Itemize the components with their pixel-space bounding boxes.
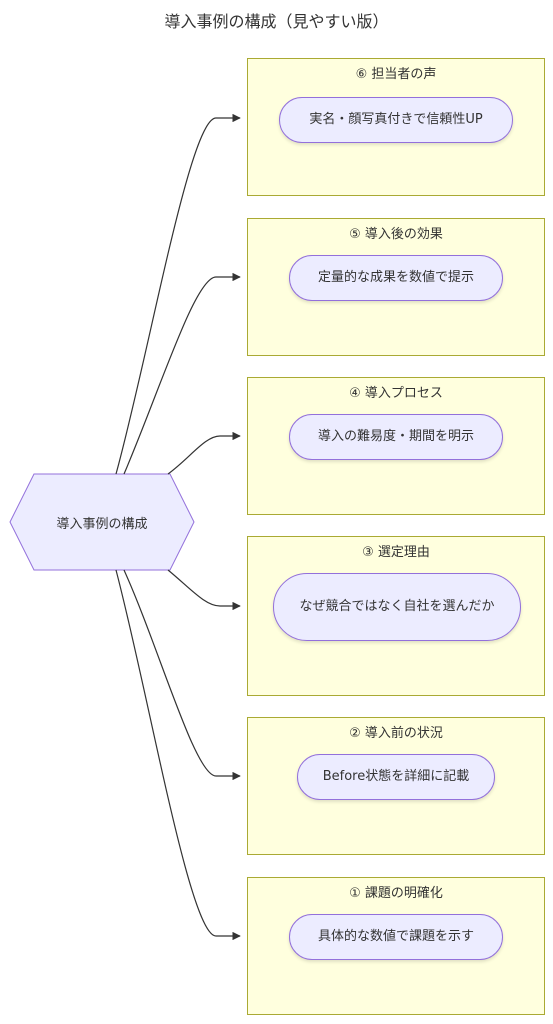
edge-to-section-2: [123, 569, 241, 781]
diagram-title: 導入事例の構成（見やすい版）: [164, 12, 389, 31]
section-5-title: ⑤ 導入後の効果: [349, 227, 443, 242]
section-3-cluster: ③ 選定理由 なぜ競合ではなく自社を選んだか: [247, 536, 545, 696]
edge-to-section-4: [167, 431, 241, 475]
section-4-node: 導入の難易度・期間を明示: [289, 414, 503, 460]
section-6-title: ⑥ 担当者の声: [355, 67, 437, 82]
section-5-cluster: ⑤ 導入後の効果 定量的な成果を数値で提示: [247, 218, 545, 356]
section-1-node: 具体的な数値で課題を示す: [289, 914, 503, 960]
edge-to-section-5: [123, 272, 241, 475]
section-2-node: Before状態を詳細に記載: [297, 754, 495, 800]
section-2-title: ② 導入前の状況: [349, 726, 443, 741]
section-4-cluster: ④ 導入プロセス 導入の難易度・期間を明示: [247, 377, 545, 515]
section-6-cluster: ⑥ 担当者の声 実名・顔写真付きで信頼性UP: [247, 58, 545, 196]
section-1-cluster: ① 課題の明確化 具体的な数値で課題を示す: [247, 877, 545, 1015]
section-4-title: ④ 導入プロセス: [349, 386, 443, 401]
section-2-cluster: ② 導入前の状況 Before状態を詳細に記載: [247, 717, 545, 855]
section-1-title: ① 課題の明確化: [349, 886, 443, 901]
root-hexagon: [9, 473, 195, 571]
edge-to-section-1: [115, 569, 241, 941]
edge-to-section-3: [167, 569, 241, 611]
root-node-label: 導入事例の構成: [56, 516, 148, 532]
section-3-title: ③ 選定理由: [362, 545, 430, 560]
section-3-node: なぜ競合ではなく自社を選んだか: [273, 573, 521, 641]
section-6-node: 実名・顔写真付きで信頼性UP: [279, 97, 513, 143]
edge-to-section-6: [115, 113, 241, 475]
section-5-node: 定量的な成果を数値で提示: [289, 255, 503, 301]
